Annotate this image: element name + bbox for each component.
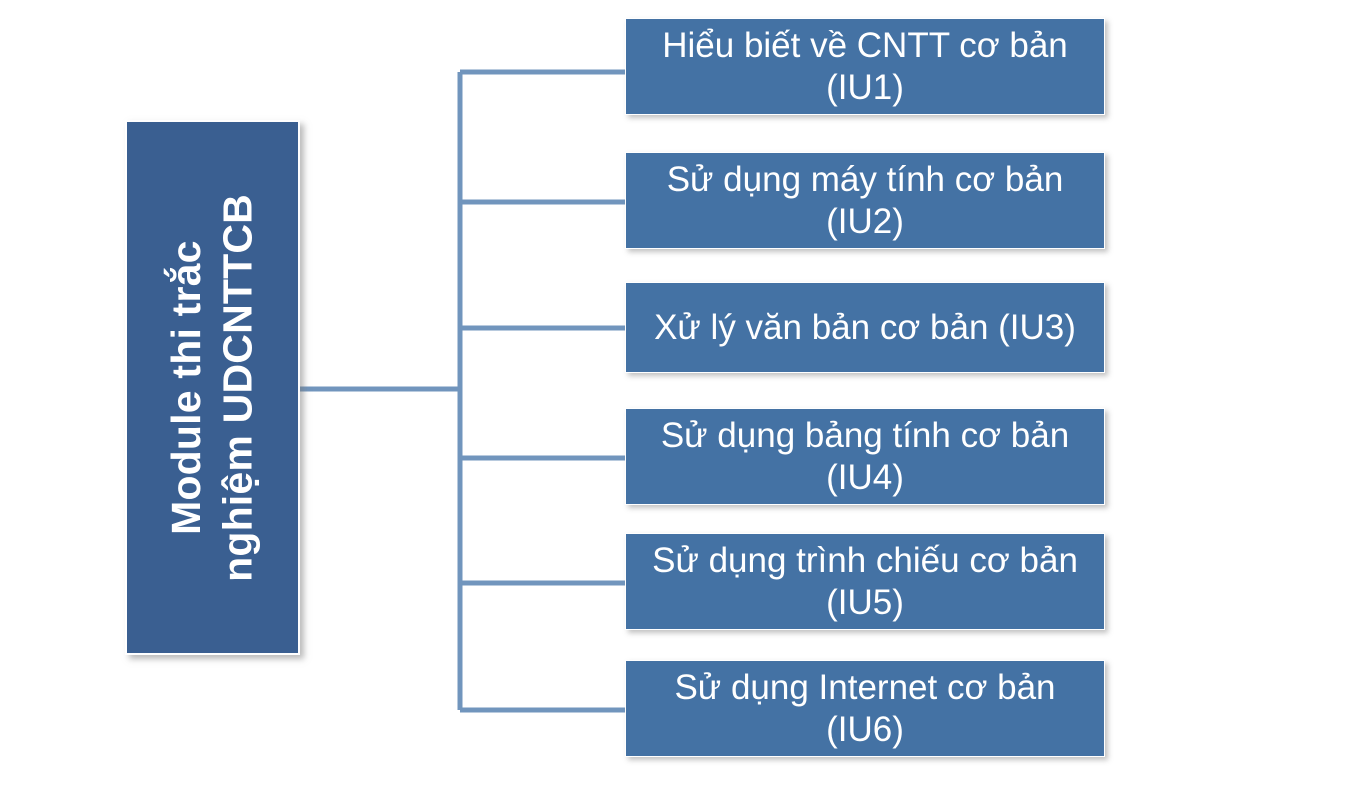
root-node-label: Module thi trắc nghiệm UDCNTTCB: [163, 193, 261, 582]
node-iu6-label: Sử dụng Internet cơ bản (IU6): [674, 668, 1056, 749]
node-iu1[interactable]: Hiểu biết về CNTT cơ bản (IU1): [625, 18, 1105, 115]
node-iu5[interactable]: Sử dụng trình chiếu cơ bản (IU5): [625, 533, 1105, 630]
root-node[interactable]: Module thi trắc nghiệm UDCNTTCB: [125, 120, 300, 655]
node-iu2-label: Sử dụng máy tính cơ bản (IU2): [666, 160, 1064, 241]
node-iu2[interactable]: Sử dụng máy tính cơ bản (IU2): [625, 152, 1105, 249]
node-iu3-label: Xử lý văn bản cơ bản (IU3): [654, 307, 1076, 347]
node-iu4-label: Sử dụng bảng tính cơ bản (IU4): [660, 416, 1070, 497]
node-iu6[interactable]: Sử dụng Internet cơ bản (IU6): [625, 660, 1105, 757]
node-iu4[interactable]: Sử dụng bảng tính cơ bản (IU4): [625, 408, 1105, 505]
node-iu5-label: Sử dụng trình chiếu cơ bản (IU5): [652, 541, 1078, 622]
node-iu3[interactable]: Xử lý văn bản cơ bản (IU3): [625, 282, 1105, 373]
node-iu1-label: Hiểu biết về CNTT cơ bản (IU1): [662, 26, 1068, 107]
